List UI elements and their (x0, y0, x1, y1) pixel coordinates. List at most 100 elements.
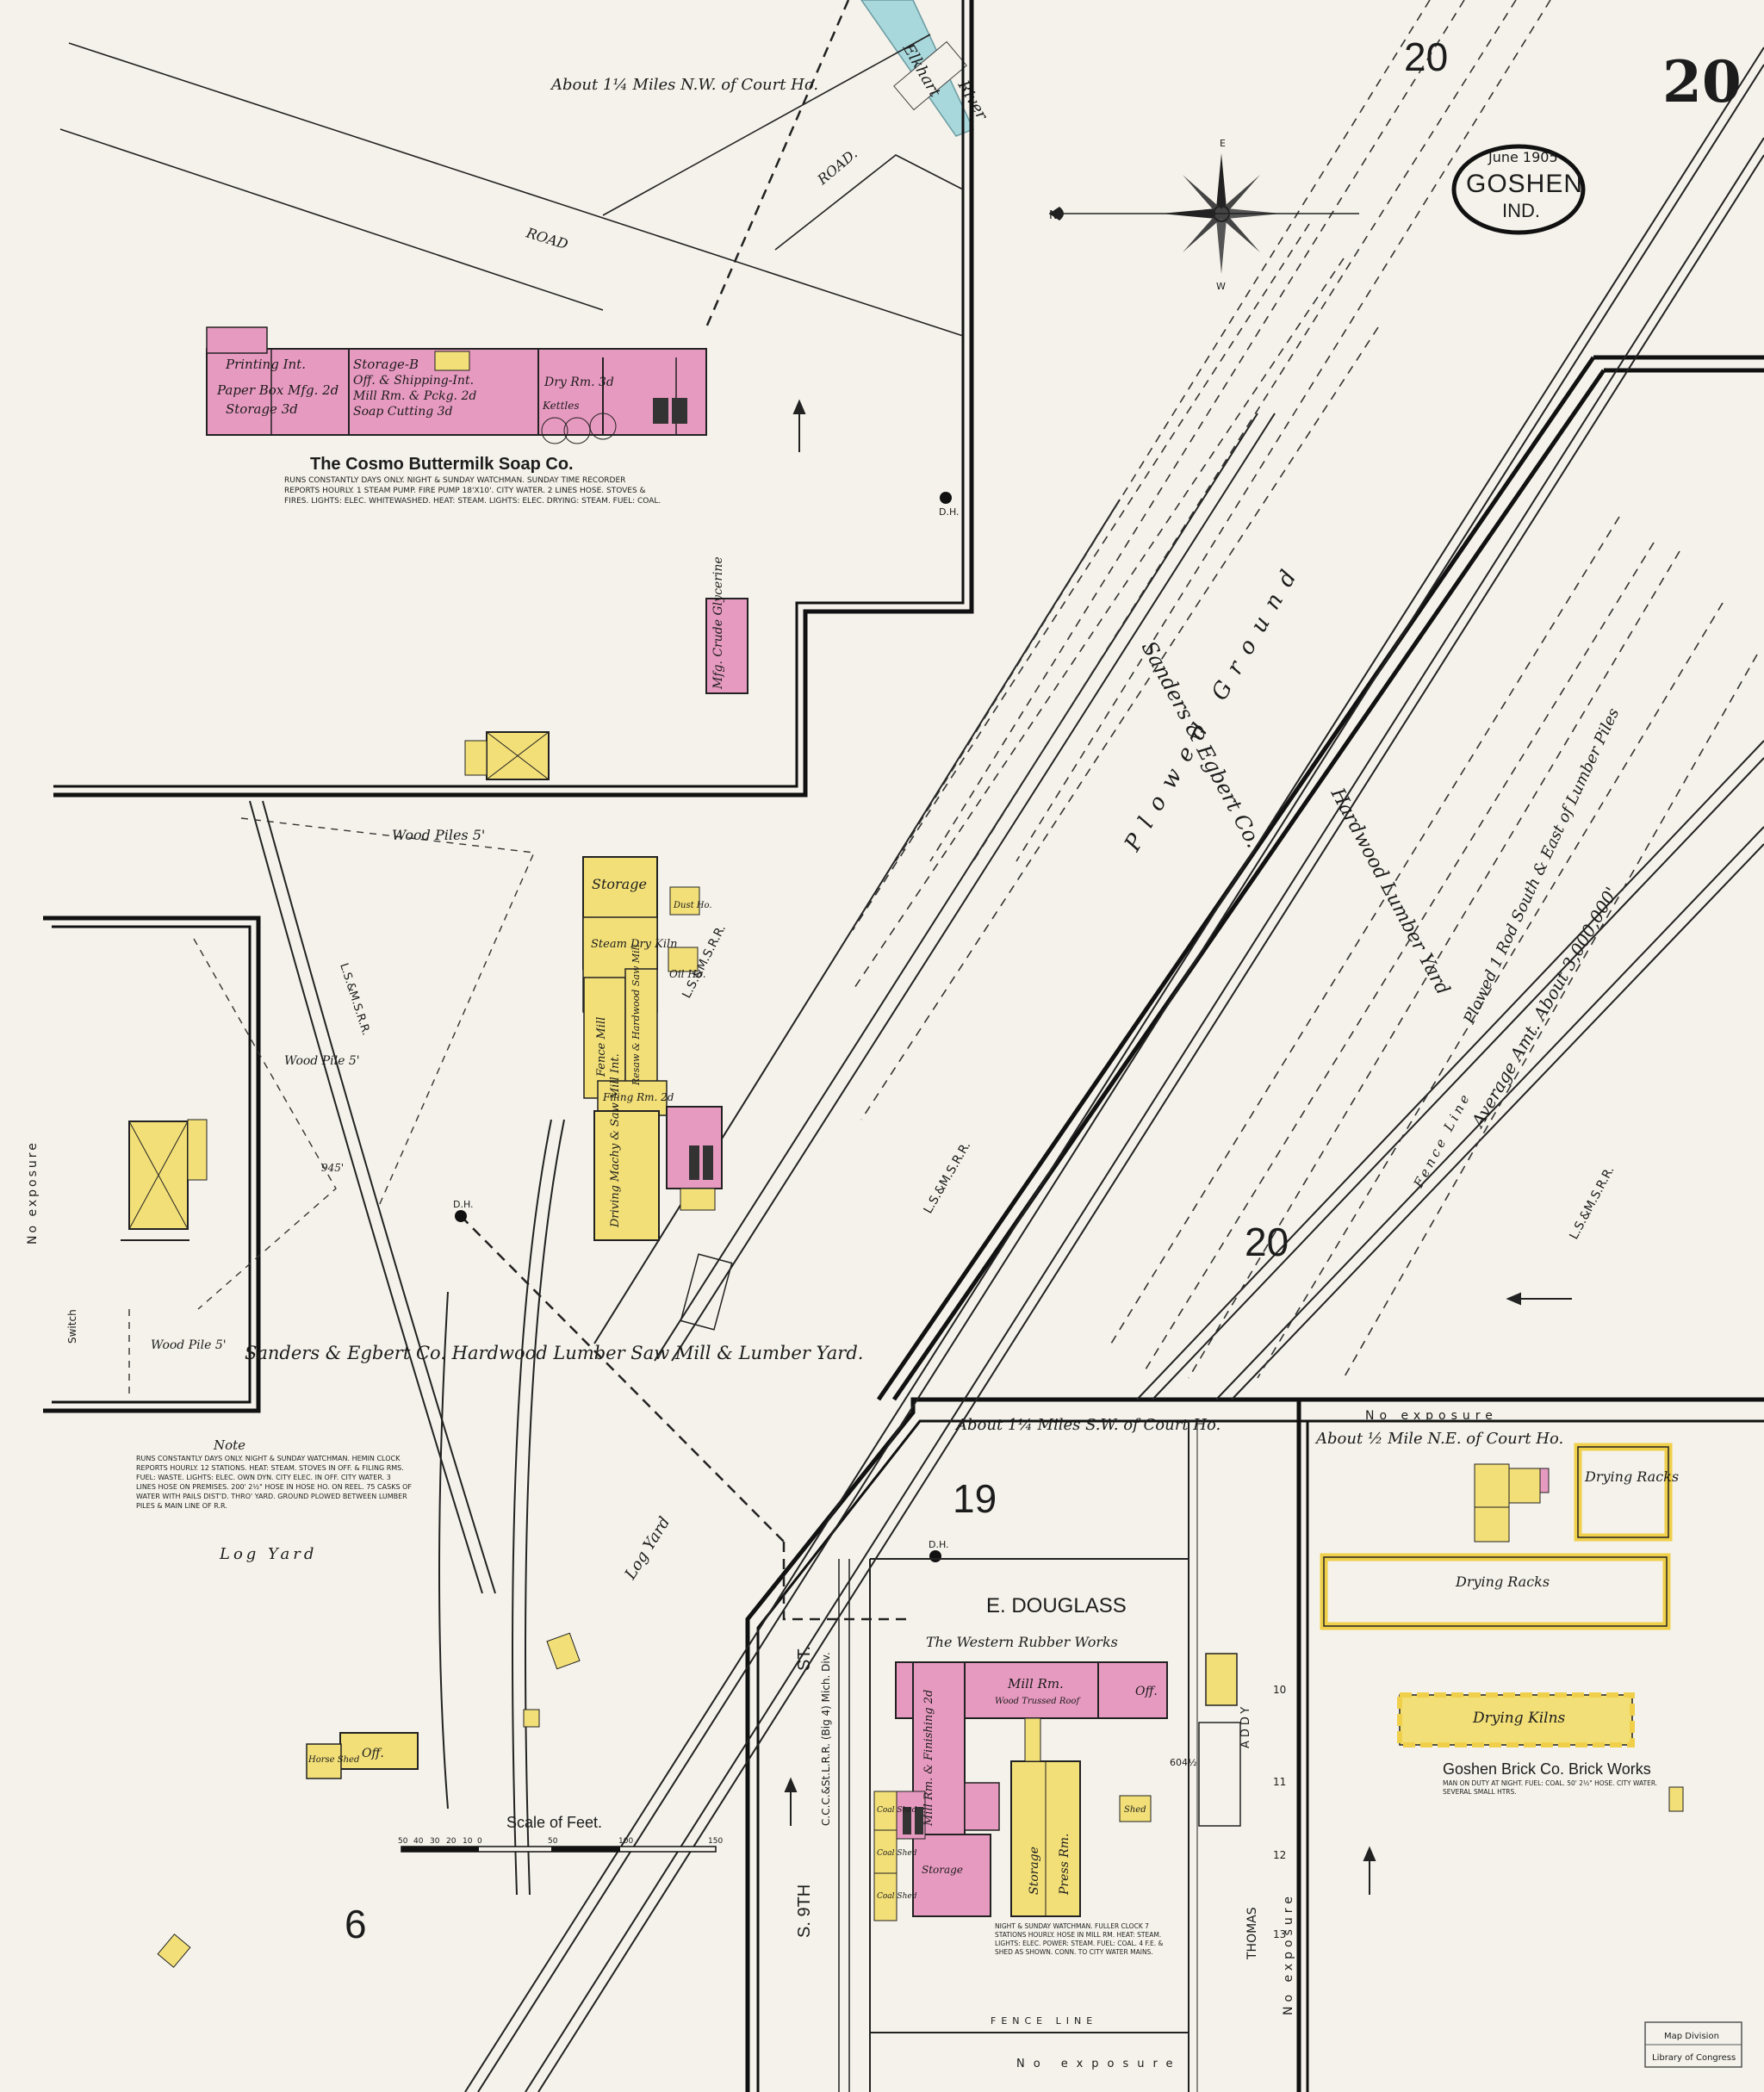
western-rubber-mill-2d: Mill Rm. & Finishing 2d (922, 1690, 935, 1827)
left-exposure-label: No exposure (26, 1140, 40, 1245)
sanders-mill-title: Sanders & Egbert Co. Hardwood Lumber Saw… (245, 1343, 863, 1363)
north-arrow-icons (784, 399, 1572, 1895)
western-rubber-coal-3: Coal Shed (877, 1892, 917, 1901)
street-addy: ADDY (1239, 1704, 1252, 1748)
wood-pile-label-1: Wood Pile 5' (284, 1054, 360, 1068)
mill-room-fence-mill: Fence Mill (595, 1017, 608, 1077)
cosmo-room-storage-3d: Storage 3d (226, 401, 298, 417)
hydrant-middle (455, 1210, 467, 1222)
cosmo-room-dry: Dry Rm. 3d (543, 376, 614, 389)
western-rubber-truss: Wood Trussed Roof (995, 1697, 1081, 1706)
cosmo-note-box: Runs constantly days only. Night & Sunda… (284, 476, 662, 506)
small-shed-tool (546, 1632, 581, 1670)
mill-room-resaw: Resaw & Hardwood Saw Mill (630, 944, 642, 1086)
scale-tick-10: 10 (463, 1837, 473, 1846)
western-rubber-name: The Western Rubber Works (926, 1634, 1118, 1650)
coal-pile-outline (680, 1253, 733, 1331)
scale-tick-100: 100 (618, 1837, 633, 1846)
goshen-exposure-side: No exposure (1282, 1892, 1295, 2015)
mill-room-filing: Filing Rm. 2d (602, 1091, 674, 1103)
glycerine-label: Mfg. Crude Glycerine (711, 556, 725, 690)
street-9th: S. 9TH (795, 1884, 814, 1938)
title-cartouche (1451, 144, 1586, 235)
western-rubber-storage-low: Storage (922, 1864, 963, 1876)
sanders-note: Runs constantly days only. Night & Sunda… (136, 1455, 412, 1510)
cosmo-room-mill: Mill Rm. & Pckg. 2d (352, 389, 476, 403)
cosmo-room-soap-cutting: Soap Cutting 3d (353, 405, 453, 419)
sanders-note-title: Note (213, 1437, 245, 1453)
western-rubber-mill-rm: Mill Rm. (1007, 1676, 1064, 1692)
hydrant-lower (929, 1550, 941, 1562)
wood-piles-label: Wood Piles 5' (392, 827, 485, 843)
wood-pile-label-2: Wood Pile 5' (151, 1338, 227, 1352)
compass-letter-w: W (1216, 281, 1226, 292)
small-shed-2 (523, 1709, 540, 1728)
addy-lot-outline (1198, 1722, 1241, 1827)
goshen-brick-note-box: Man on duty at night. Fuel: coal. 50' 2½… (1443, 1779, 1657, 1796)
hydrant-upper (940, 492, 952, 504)
railroad-label-cccstl: C.C.C.&St.L.R.R. (Big 4) Mich. Div. (820, 1652, 832, 1826)
hydrant-lower-label: D.H. (929, 1539, 949, 1550)
scale-tick-150: 150 (708, 1837, 723, 1846)
western-rubber-off: Off. (1135, 1685, 1158, 1698)
cosmo-room-storage-b: Storage-B (353, 357, 419, 372)
lumber-pile-outlines (852, 0, 1758, 1379)
stamp-library-of-congress: Library of Congress (1652, 2053, 1736, 2063)
scale-tick-20: 20 (446, 1837, 457, 1846)
sheet-page-number: 20 (1662, 48, 1742, 115)
western-rubber-works (873, 1661, 1168, 1921)
bottom-exposure: No exposure (1016, 2058, 1182, 2070)
storage-shed-x (464, 731, 550, 780)
cosmo-room-paper-box: Paper Box Mfg. 2d (216, 382, 339, 398)
hydrant-upper-label: D.H. (939, 506, 960, 518)
location-lower-right: About ½ Mile N.E. of Court Ho. (1314, 1430, 1563, 1448)
cosmo-note: Runs constantly days only. Night & Sunda… (284, 476, 662, 506)
western-rubber-coal-1: Coal Shed (877, 1806, 917, 1815)
mill-room-storage: Storage (592, 876, 647, 892)
goshen-brick-name: Goshen Brick Co. Brick Works (1443, 1760, 1651, 1778)
sheet-state: IND. (1502, 200, 1540, 221)
block-number-19: 19 (953, 1476, 997, 1521)
western-rubber-shed: Shed (1124, 1805, 1146, 1815)
compass-letter-n: N (1049, 209, 1058, 222)
compass-letter-e: E (1220, 138, 1226, 149)
scale-tick-40: 40 (413, 1837, 424, 1846)
block-boundaries (43, 0, 1764, 2092)
mill-room-driving: Driving Machy & Saw Mill Int. (609, 1053, 622, 1228)
western-rubber-press: Press Rm. (1058, 1834, 1071, 1896)
goshen-exposure-top: No exposure (1365, 1409, 1498, 1423)
sheet-date: June 1905 (1488, 149, 1558, 165)
log-yard-label-1: Log Yard (219, 1545, 317, 1563)
mill-room-steam-dry-kiln: Steam Dry Kiln (591, 938, 678, 951)
drying-kilns-label: Drying Kilns (1472, 1710, 1566, 1727)
scale-title: Scale of Feet. (506, 1814, 602, 1831)
cosmo-buttermilk-soap-building (206, 326, 707, 444)
scale-tick-30: 30 (430, 1837, 440, 1846)
lot-number-11: 11 (1273, 1776, 1286, 1788)
scale-tick-0: 0 (477, 1837, 482, 1846)
block-number-top: 20 (1404, 34, 1448, 79)
hydrant-middle-label: D.H. (453, 1199, 474, 1210)
switch-label: Switch (66, 1309, 78, 1344)
block-number-middle: 20 (1245, 1220, 1289, 1264)
scale-bar (401, 1846, 717, 1853)
lot-number-10: 10 (1273, 1684, 1286, 1696)
drying-racks-label-2: Drying Racks (1455, 1574, 1550, 1590)
office-label: Off. (362, 1747, 384, 1760)
street-douglass: E. DOUGLASS (986, 1594, 1127, 1617)
distance-945: 945' (321, 1162, 344, 1174)
drying-racks-label-1: Drying Racks (1584, 1468, 1679, 1485)
fence-line-bottom: FENCE LINE (991, 2015, 1097, 2027)
scale-tick-50-left: 50 (398, 1837, 408, 1846)
lot-number-12: 12 (1273, 1849, 1286, 1861)
lot-number-13: 13 (1273, 1928, 1286, 1940)
roads (59, 34, 964, 337)
western-rubber-note: Night & Sunday watchman. Fuller clock 7 … (995, 1922, 1164, 1956)
western-rubber-coal-2: Coal Shed (877, 1849, 917, 1858)
location-upper-left: About 1¼ Miles N.W. of Court Ho. (550, 76, 818, 94)
western-rubber-note-box: Night & Sunday watchman. Fuller clock 7 … (995, 1922, 1164, 1956)
spur-tracks (249, 800, 565, 1896)
yard-outlines (128, 817, 536, 1395)
